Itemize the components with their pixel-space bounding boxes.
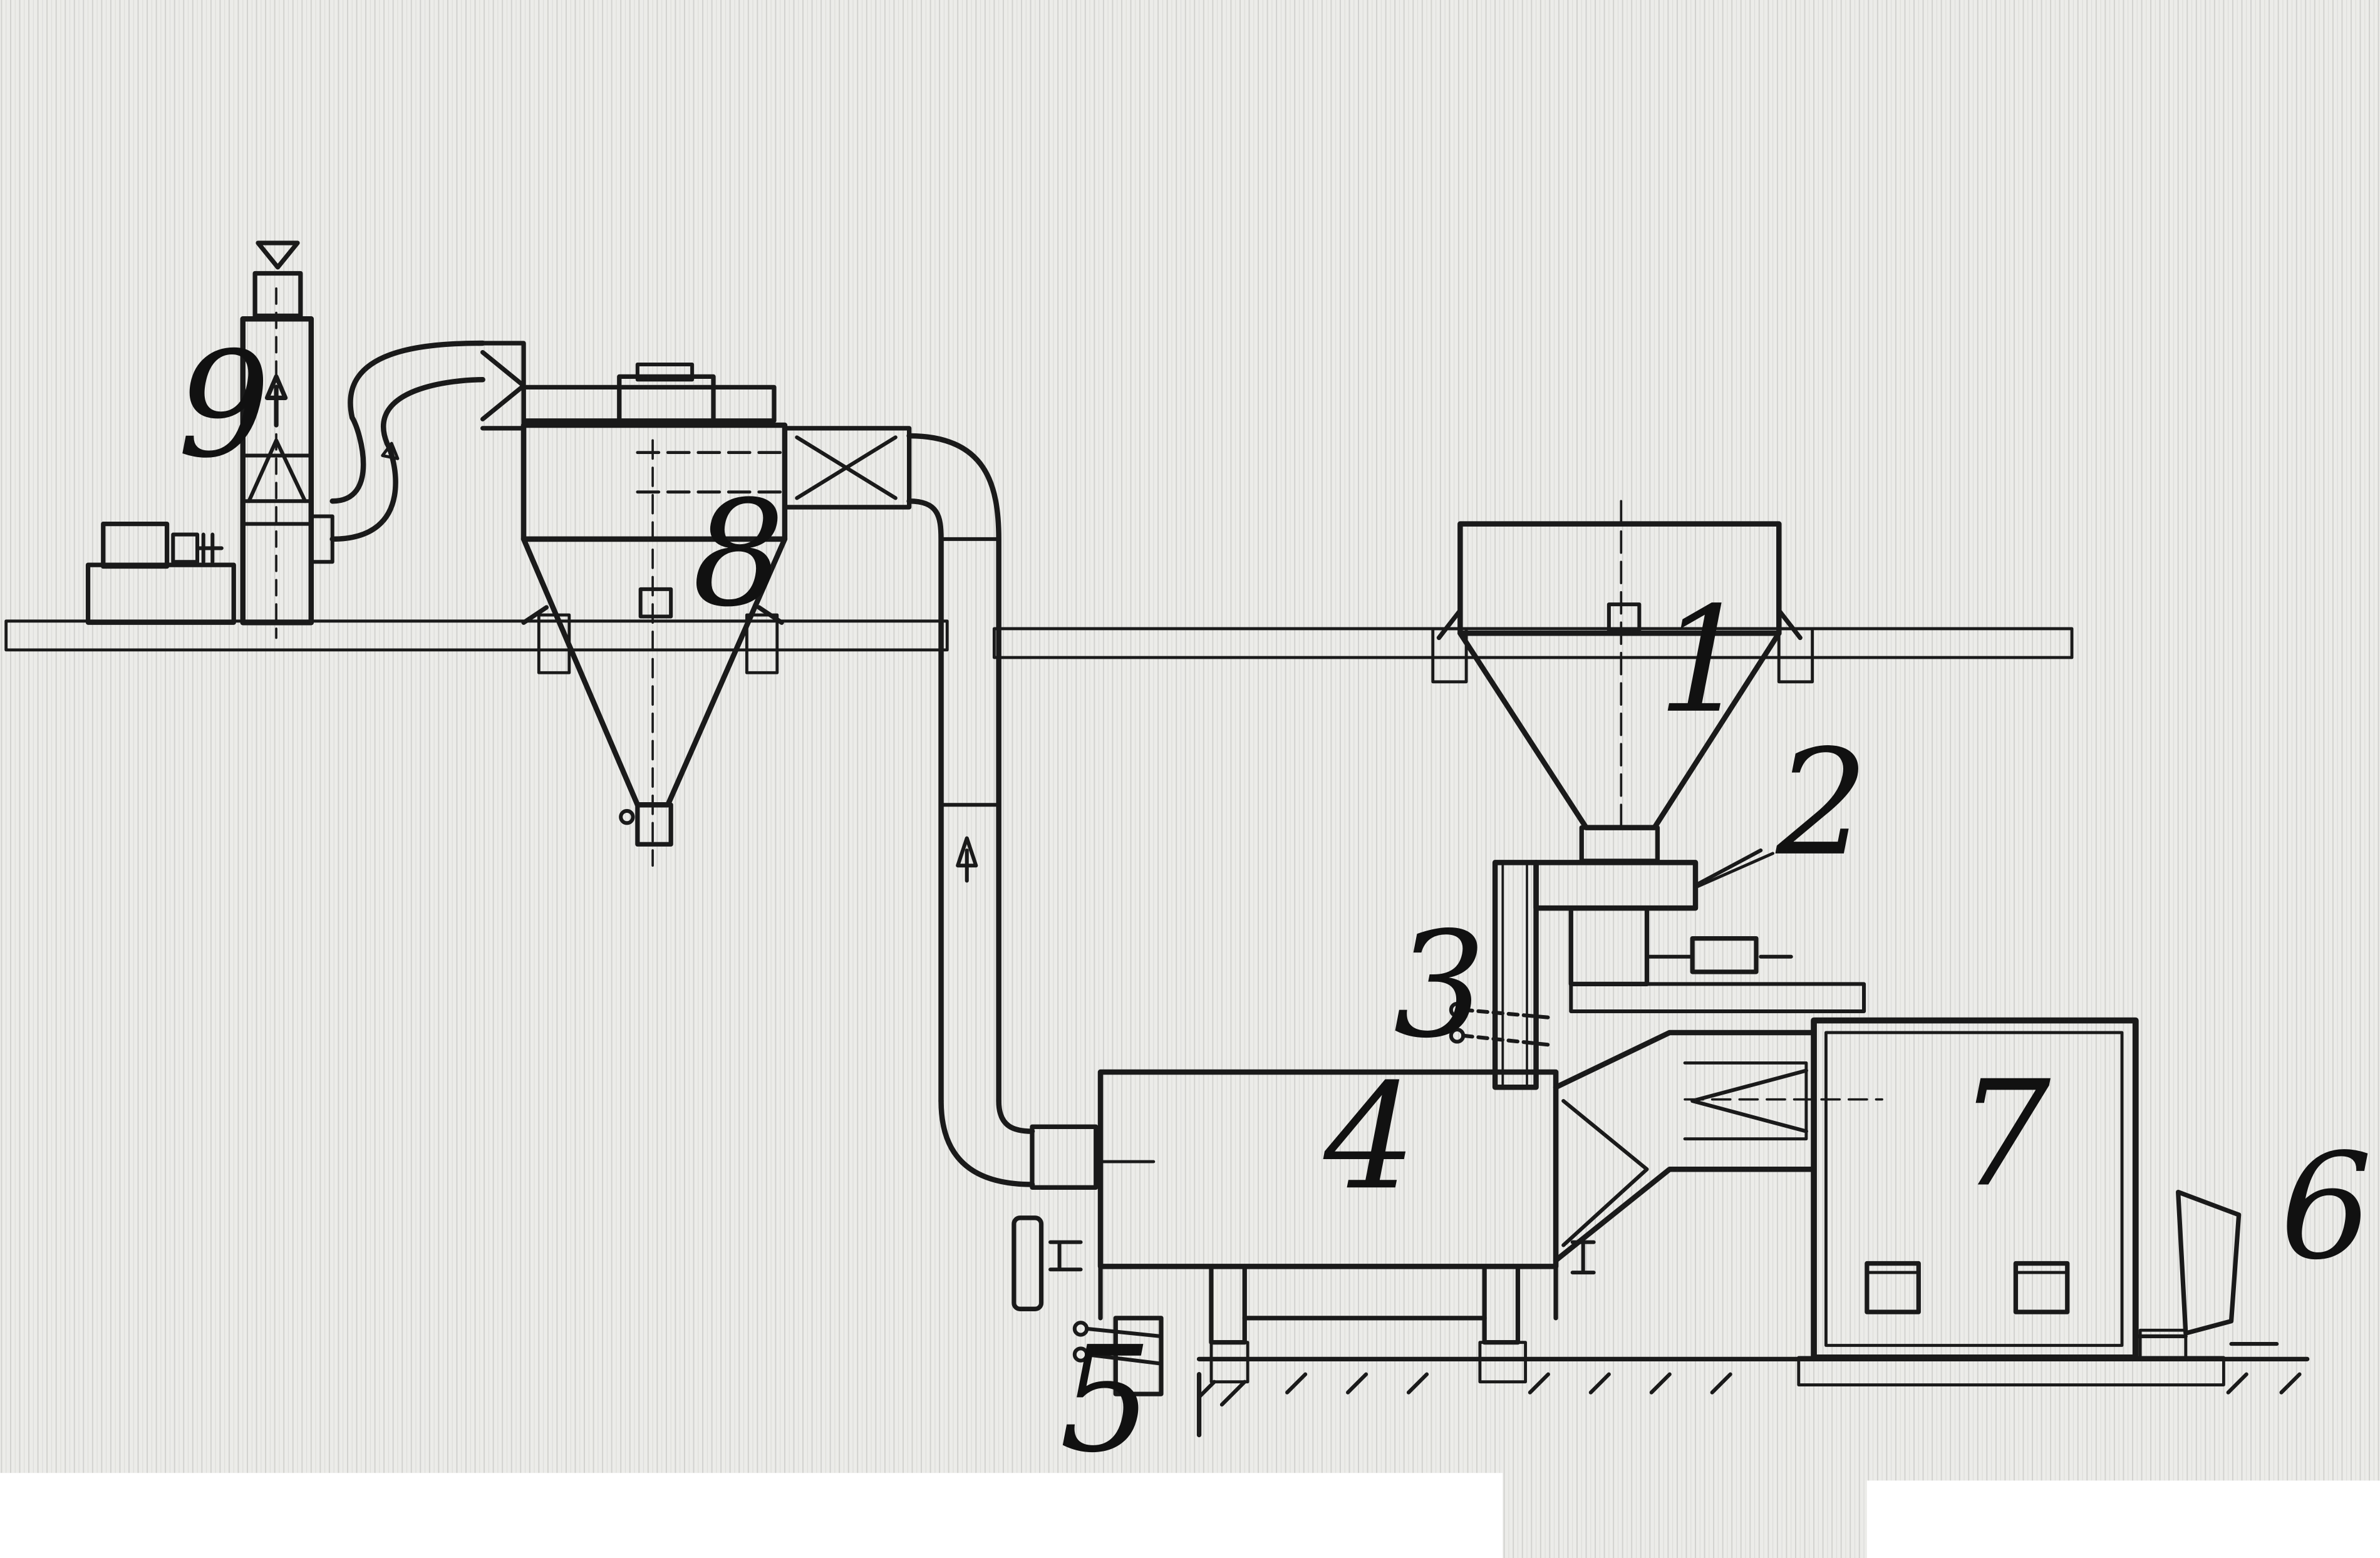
drying-drum — [1011, 1069, 1596, 1396]
callout-lines — [1695, 852, 1775, 889]
burner-column — [1449, 860, 1550, 1090]
label-feeder: 2 — [1775, 718, 1868, 888]
riser-duct — [782, 426, 1156, 1190]
scan-cut-corner — [1866, 1480, 2380, 1558]
scan-cut-left — [0, 1473, 1503, 1558]
label-hopper: 1 — [1657, 575, 1750, 745]
hopper — [1436, 500, 1803, 864]
feeder — [1533, 848, 1866, 1014]
label-exhauster: 9 — [178, 320, 271, 490]
label-cyclone: 8 — [692, 469, 785, 639]
ground-foundation — [1196, 1341, 2310, 1438]
label-furnace: 7 — [1958, 1049, 2051, 1219]
exit-arrow-icon — [256, 240, 300, 270]
label-burner-lower: 5 — [1060, 1315, 1152, 1485]
label-drum: 4 — [1323, 1052, 1416, 1222]
label-fan: 6 — [2280, 1122, 2372, 1292]
exhauster-unit — [85, 240, 334, 639]
label-burner-upper: 3 — [1394, 900, 1486, 1070]
floor-slab-upper — [4, 613, 2074, 684]
flow-arrow-icon — [264, 374, 288, 428]
